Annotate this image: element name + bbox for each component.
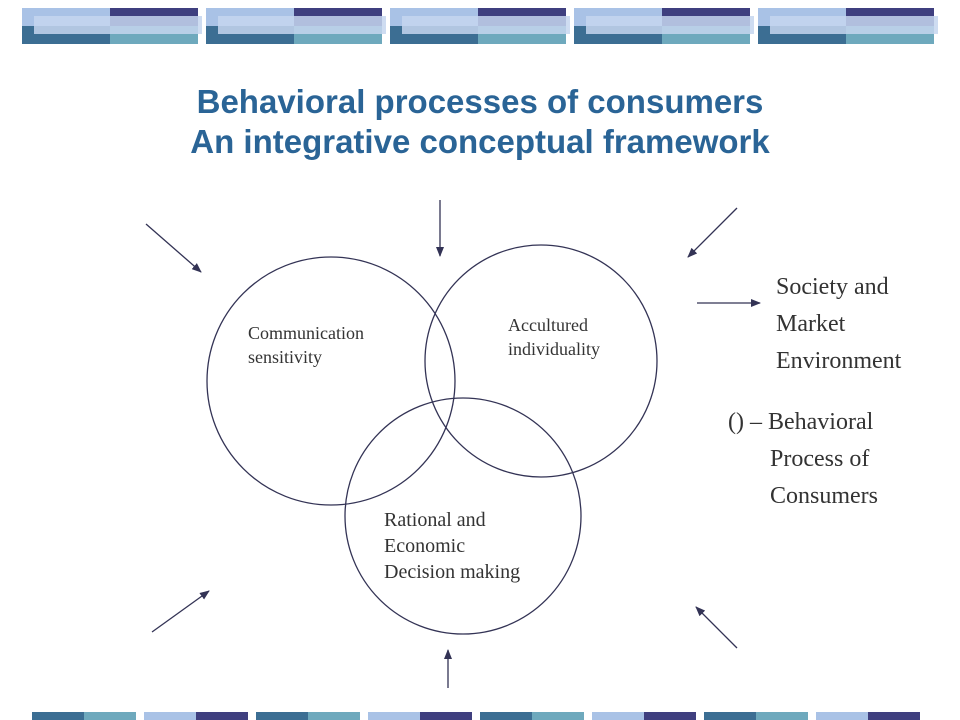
circle-communication-sensitivity — [206, 256, 456, 506]
banner-tile — [206, 8, 386, 44]
label-accultured-individuality: Accultured individuality — [508, 315, 600, 359]
top-decorative-banner — [0, 0, 960, 52]
legend-society-market-environment: Society and Market Environment — [776, 274, 902, 374]
title-line-2: An integrative conceptual framework — [190, 123, 770, 160]
label-communication-sensitivity: Communication sensitivity — [248, 323, 364, 367]
arrow-top-right — [687, 207, 738, 258]
title-line-1: Behavioral processes of consumers — [196, 83, 764, 120]
arrow-bottom-right — [695, 606, 738, 649]
circle-accultured-individuality — [424, 244, 658, 478]
banner-tile — [758, 8, 938, 44]
banner-tile — [390, 8, 570, 44]
arrow-top-left — [145, 223, 202, 273]
slide-title: Behavioral processes of consumers An int… — [0, 82, 960, 162]
circle-rational-decision-making — [344, 397, 582, 635]
bottom-decorative-strip — [0, 712, 960, 720]
legend-behavioral-process: () – Behavioral Process of Consumers — [728, 409, 878, 509]
banner-tile — [22, 8, 202, 44]
banner-tile — [574, 8, 754, 44]
arrow-bottom-left — [151, 590, 210, 633]
label-rational-decision-making: Rational and Economic Decision making — [384, 509, 521, 583]
